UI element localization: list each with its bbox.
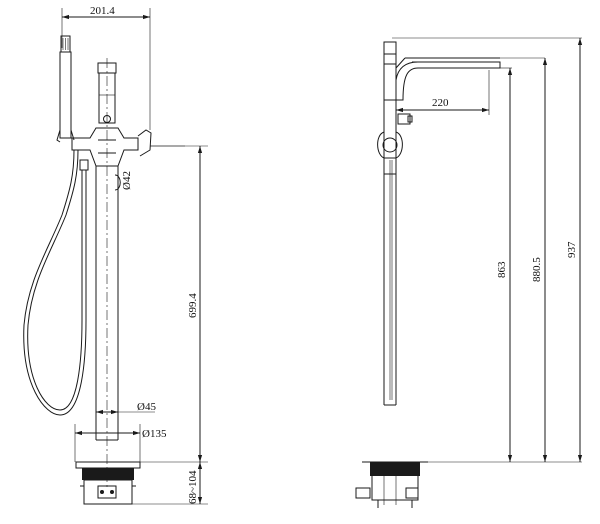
dim-reach-label: 220 bbox=[432, 97, 449, 109]
dim-width: 201.4 bbox=[61, 5, 151, 130]
shower-hose bbox=[23, 149, 89, 416]
dim-base-height: 68~104 bbox=[132, 462, 208, 505]
dim-h3-label: 937 bbox=[566, 241, 578, 258]
side-view: 220 863 bbox=[355, 37, 583, 508]
dim-h2-label: 880.5 bbox=[531, 257, 543, 282]
dim-height-body-label: 699.4 bbox=[187, 293, 199, 318]
dim-height-body: 699.4 bbox=[140, 145, 208, 463]
dim-diameter-base-label: Ø135 bbox=[142, 428, 167, 440]
dim-diameter-base: Ø135 bbox=[74, 424, 167, 462]
dim-h3: 937 bbox=[566, 38, 583, 462]
dim-base-height-label: 68~104 bbox=[187, 470, 199, 504]
side-column bbox=[383, 41, 397, 406]
side-spout bbox=[395, 57, 545, 101]
dim-h1: 863 bbox=[496, 68, 513, 462]
side-handle bbox=[377, 113, 413, 175]
dim-reach: 220 bbox=[396, 70, 490, 115]
dim-h1-label: 863 bbox=[496, 261, 508, 278]
floor-base bbox=[75, 461, 141, 505]
main-column bbox=[95, 166, 121, 441]
hand-shower bbox=[56, 35, 75, 143]
dim-diameter-pipe-label: Ø45 bbox=[137, 401, 156, 413]
mixer-body bbox=[71, 127, 185, 167]
dim-h2: 880.5 bbox=[531, 58, 548, 462]
dim-width-label: 201.4 bbox=[90, 5, 115, 17]
front-view: 201.4 bbox=[23, 5, 208, 505]
dim-diameter-pipe: Ø45 bbox=[96, 401, 156, 415]
dim-diameter-spout-label: Ø42 bbox=[121, 171, 133, 190]
side-floor-base bbox=[355, 461, 428, 508]
